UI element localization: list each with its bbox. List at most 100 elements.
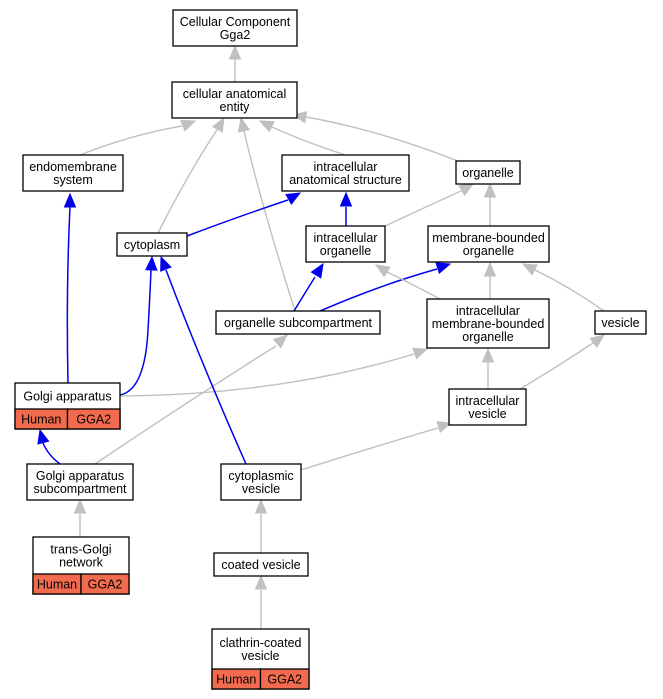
is-a-edge — [300, 427, 439, 471]
is-a-edge — [271, 126, 346, 156]
term-box — [448, 388, 527, 426]
arrowhead-icon — [254, 574, 268, 590]
arrowhead-icon — [412, 347, 429, 360]
term-label: organelle subcompartment — [224, 316, 373, 330]
term-label: cytoplasm — [124, 238, 180, 252]
term-box — [220, 463, 302, 501]
arrowhead-icon — [435, 262, 452, 274]
is-a-edge — [79, 125, 183, 156]
is-a-edge — [386, 271, 441, 300]
term-box — [455, 160, 521, 185]
part-of-edge — [42, 442, 61, 465]
term-box — [116, 232, 188, 257]
term-node-cytoplasm[interactable]: cytoplasm — [116, 232, 188, 257]
arrowhead-icon — [374, 264, 391, 278]
arrowhead-icon — [521, 263, 538, 276]
term-label: network — [59, 556, 104, 570]
species-label: Human — [216, 673, 256, 687]
arrowhead-icon — [483, 182, 497, 198]
term-label: intracellular — [314, 160, 378, 174]
arrowhead-icon — [237, 116, 251, 133]
term-label: intracellular — [456, 304, 520, 318]
term-label: Gga2 — [220, 28, 251, 42]
arrowhead-icon — [73, 498, 87, 514]
arrowhead-icon — [483, 261, 497, 277]
arrowhead-icon — [285, 192, 302, 206]
gene-tag — [80, 573, 130, 595]
term-label: membrane-bounded — [432, 317, 545, 331]
term-node-organelle[interactable]: organelle — [455, 160, 521, 185]
term-box — [305, 225, 386, 263]
term-label: endomembrane — [29, 160, 117, 174]
arrowhead-icon — [211, 116, 225, 133]
term-label: intracellular — [314, 231, 378, 245]
species-label: Human — [37, 578, 77, 592]
term-label: cytoplasmic — [228, 469, 293, 483]
arrowhead-icon — [37, 428, 50, 445]
part-of-edge — [66, 206, 71, 384]
species-label: Human — [21, 413, 61, 427]
gene-label: GGA2 — [88, 578, 123, 592]
part-of-edge — [293, 276, 316, 312]
is-a-edge — [243, 130, 296, 312]
term-label: intracellular — [456, 394, 520, 408]
term-label: cellular anatomical — [183, 87, 287, 101]
term-label: entity — [220, 100, 251, 114]
arrowhead-icon — [160, 255, 172, 272]
is-a-edge — [534, 269, 605, 312]
arrowhead-icon — [63, 192, 77, 208]
term-label: organelle — [462, 166, 513, 180]
term-label: organelle — [463, 244, 514, 258]
term-box — [213, 552, 309, 577]
term-label: Cellular Component — [180, 15, 291, 29]
arrowhead-icon — [258, 120, 275, 133]
part-of-edge — [165, 269, 247, 465]
term-node-osub[interactable]: organelle subcompartment — [215, 310, 381, 335]
gene-label: GGA2 — [76, 413, 111, 427]
term-label: vesicle — [241, 649, 279, 663]
term-label: vesicle — [601, 316, 639, 330]
arrowhead-icon — [272, 334, 288, 349]
part-of-edge — [319, 268, 438, 312]
part-of-edge — [186, 199, 289, 237]
term-box — [172, 9, 298, 47]
term-label: coated vesicle — [221, 558, 300, 572]
arrowhead-icon — [481, 347, 495, 363]
term-node-vesicle[interactable]: vesicle — [594, 310, 647, 335]
term-box — [22, 154, 124, 192]
term-label: clathrin-coated — [220, 636, 302, 650]
term-label: Golgi apparatus — [23, 390, 111, 404]
term-label: vesicle — [468, 407, 506, 421]
is-a-edge — [305, 116, 464, 164]
term-label: vesicle — [242, 482, 280, 496]
is-a-edge — [519, 342, 594, 390]
arrowhead-icon — [589, 334, 606, 349]
arrowhead-icon — [180, 120, 197, 132]
term-box — [215, 310, 381, 335]
term-label: Golgi apparatus — [36, 469, 124, 483]
part-of-edge — [119, 269, 152, 396]
is-a-edge — [94, 345, 277, 465]
term-box — [427, 225, 550, 263]
term-box — [594, 310, 647, 335]
term-node-coated[interactable]: coated vesicle — [213, 552, 309, 577]
term-label: anatomical structure — [289, 173, 402, 187]
gene-tag — [259, 668, 310, 690]
arrowhead-icon — [145, 255, 158, 271]
arrowhead-icon — [228, 44, 242, 60]
is-a-edge — [380, 190, 462, 229]
arrowhead-icon — [339, 191, 353, 207]
